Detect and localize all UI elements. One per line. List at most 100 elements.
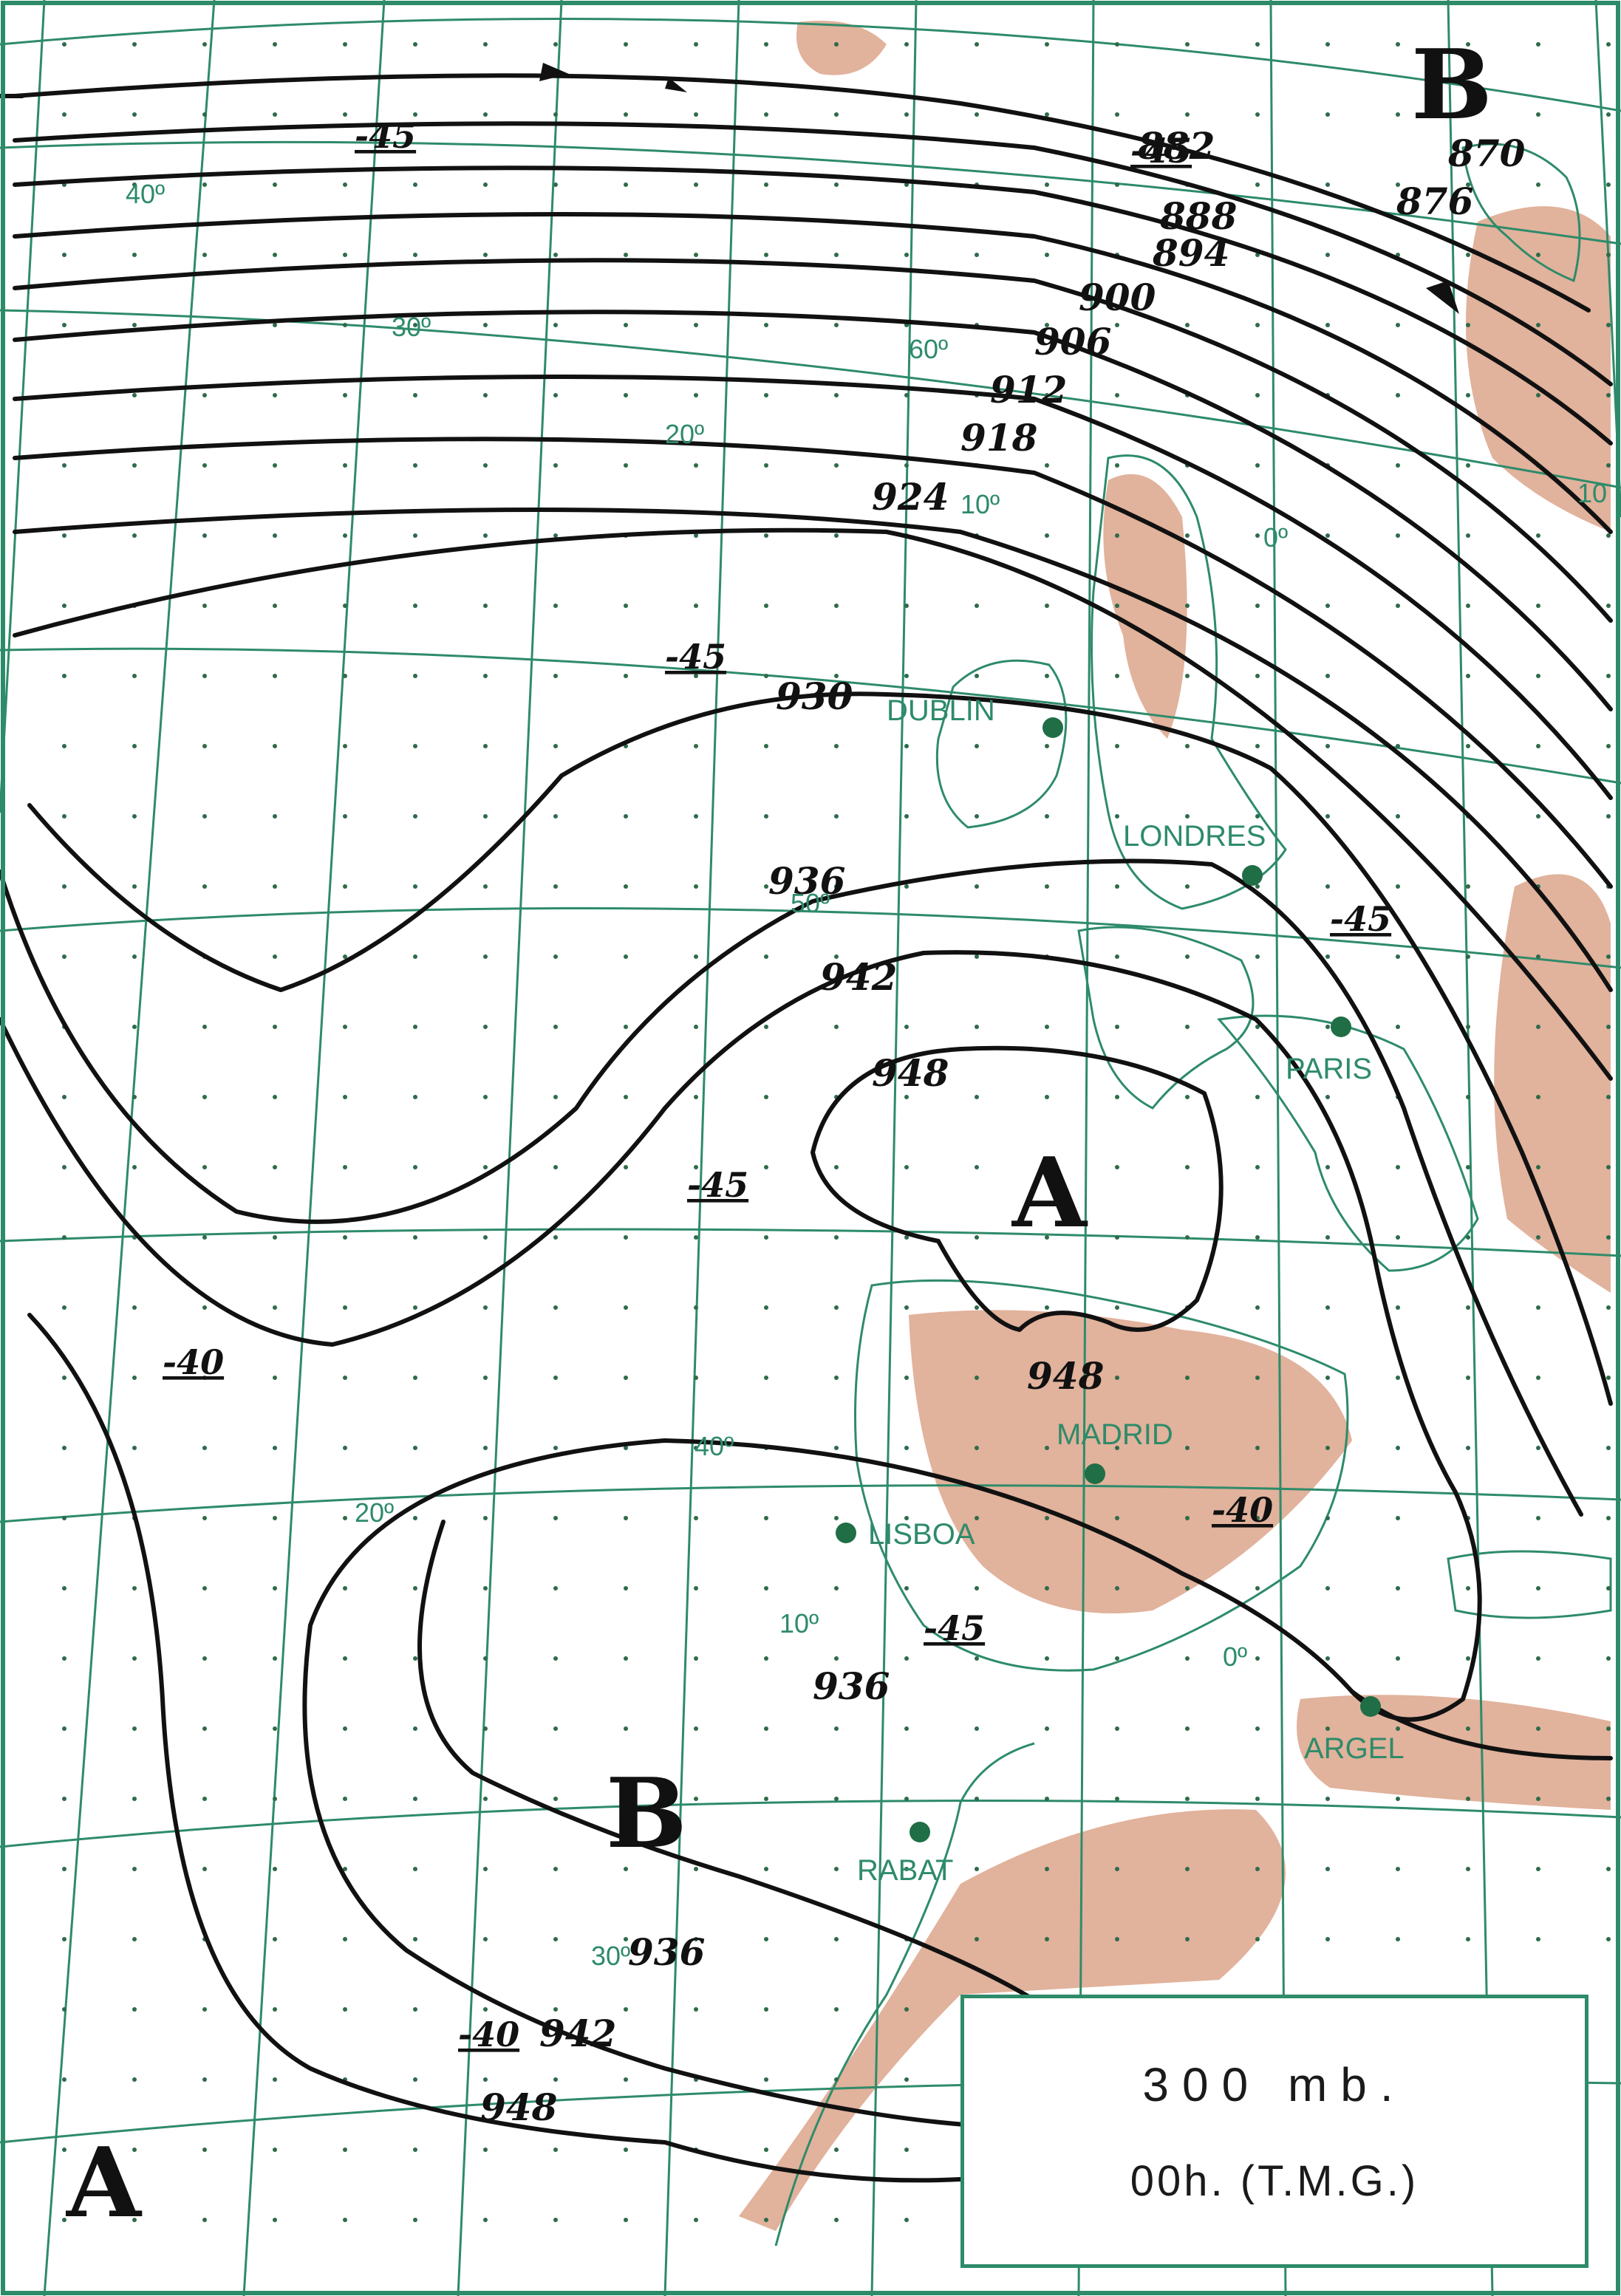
grid-dot: [1255, 1305, 1260, 1310]
grid-dot: [202, 1726, 207, 1731]
grid-dot: [1045, 1937, 1049, 1941]
grid-dot: [975, 814, 979, 819]
grid-dot: [273, 1867, 277, 1871]
grid-dot: [764, 323, 768, 327]
grid-dot: [343, 1235, 347, 1240]
grid-dot: [1185, 112, 1190, 117]
grid-dot: [62, 42, 66, 47]
grid-dot: [1466, 1235, 1470, 1240]
grid-dot: [553, 1586, 558, 1591]
grid-dot: [132, 112, 137, 117]
grid-dot: [1466, 1937, 1470, 1941]
grid-dot: [1466, 533, 1470, 538]
grid-dot: [1115, 1095, 1119, 1099]
grid-dot: [1185, 814, 1190, 819]
grid-dot: [1185, 744, 1190, 748]
grid-dot: [624, 1376, 628, 1380]
grid-dot: [1466, 1586, 1470, 1591]
isohypse-labels: 882 870 876 888 894 900 906 912 918 924 …: [480, 124, 1526, 2129]
grid-dot: [483, 2077, 488, 2082]
grid-dot: [1255, 814, 1260, 819]
grid-dot: [413, 1726, 417, 1731]
grid-dot: [1396, 1235, 1400, 1240]
grid-dot: [413, 1516, 417, 1520]
graticule-label: 50º: [791, 888, 830, 918]
grid-dot: [624, 1095, 628, 1099]
grid-dot: [553, 42, 558, 47]
grid-dot: [1325, 1446, 1330, 1450]
grid-dot: [343, 674, 347, 678]
grid-dot: [764, 1867, 768, 1871]
grid-dot: [553, 2148, 558, 2152]
city-label-madrid: MADRID: [1057, 1418, 1173, 1451]
grid-dot: [273, 2218, 277, 2222]
graticule-label: 30º: [392, 312, 431, 342]
grid-dot: [553, 253, 558, 257]
grid-dot: [483, 1797, 488, 1801]
grid-dot: [904, 182, 909, 187]
grid-dot: [694, 323, 698, 327]
grid-dot: [483, 1305, 488, 1310]
grid-dot: [904, 1516, 909, 1520]
grid-dot: [1115, 323, 1119, 327]
temperature-labels: -45 -45 -45 -45 -45 -40 -40 -45 -40: [163, 116, 1391, 2054]
grid-dot: [764, 1305, 768, 1310]
grid-dot: [834, 1446, 839, 1450]
grid-dot: [273, 814, 277, 819]
grid-dot: [413, 1656, 417, 1661]
city-marker: [1331, 1017, 1351, 1037]
grid-dot: [1396, 884, 1400, 889]
grid-dot: [1606, 42, 1611, 47]
grid-dot: [624, 674, 628, 678]
grid-dot: [834, 1305, 839, 1310]
grid-dot: [62, 2007, 66, 2012]
grid-dot: [553, 2218, 558, 2222]
grid-dot: [1325, 954, 1330, 959]
isohypse-label: 882: [1137, 124, 1215, 168]
grid-dot: [764, 1165, 768, 1169]
grid-dot: [834, 253, 839, 257]
grid-dot: [1255, 1937, 1260, 1941]
grid-dot: [343, 533, 347, 538]
graticule-label: 40º: [695, 1431, 734, 1461]
grid-dot: [413, 182, 417, 187]
city-marker: [836, 1523, 856, 1543]
grid-dot: [413, 1235, 417, 1240]
grid-dot: [764, 2077, 768, 2082]
graticule-label: 30º: [591, 1941, 630, 1971]
grid-dot: [904, 674, 909, 678]
temperature-label: -45: [1330, 899, 1391, 939]
isohypse-label: 936: [768, 859, 845, 903]
grid-dot: [1045, 182, 1049, 187]
grid-dot: [132, 954, 137, 959]
grid-dot: [1045, 1235, 1049, 1240]
grid-dot: [273, 674, 277, 678]
grid-dot: [1045, 744, 1049, 748]
grid-dot: [764, 1095, 768, 1099]
isohypse-label: 948: [480, 2085, 557, 2129]
grid-dot: [1045, 1726, 1049, 1731]
grid-dot: [1045, 323, 1049, 327]
grid-dot: [904, 1305, 909, 1310]
grid-dot: [1185, 1797, 1190, 1801]
grid-dot: [1396, 42, 1400, 47]
grid-dot: [1045, 253, 1049, 257]
grid-dot: [904, 253, 909, 257]
grid-dot: [1185, 954, 1190, 959]
grid-dot: [1045, 42, 1049, 47]
grid-dot: [624, 1937, 628, 1941]
grid-dot: [132, 182, 137, 187]
grid-dot: [1536, 1797, 1540, 1801]
city-label-rabat: RABAT: [857, 1854, 953, 1887]
grid-dot: [62, 1165, 66, 1169]
grid-dot: [483, 1165, 488, 1169]
grid-dot: [1045, 674, 1049, 678]
grid-dot: [1045, 1516, 1049, 1520]
grid-dot: [553, 112, 558, 117]
grid-dot: [483, 1446, 488, 1450]
isohypse-label: 900: [1079, 276, 1156, 319]
grid-dot: [483, 1656, 488, 1661]
grid-dot: [1115, 463, 1119, 468]
grid-dot: [62, 323, 66, 327]
grid-dot: [553, 1235, 558, 1240]
